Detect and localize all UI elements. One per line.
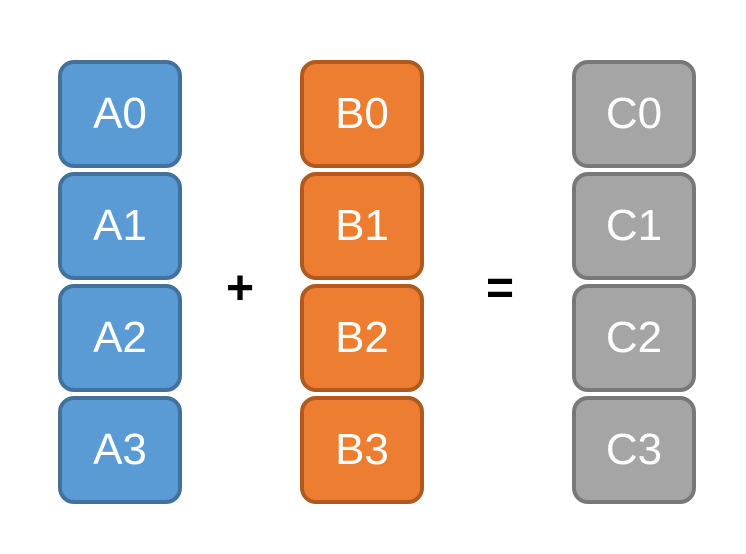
column-b: B0 B1 B2 B3 xyxy=(300,60,424,504)
cell-c2: C2 xyxy=(572,284,696,392)
column-a: A0 A1 A2 A3 xyxy=(58,60,182,504)
cell-a0: A0 xyxy=(58,60,182,168)
cell-b0: B0 xyxy=(300,60,424,168)
cell-c1: C1 xyxy=(572,172,696,280)
equals-operator: = xyxy=(485,261,515,315)
cell-c0: C0 xyxy=(572,60,696,168)
column-c: C0 C1 C2 C3 xyxy=(572,60,696,504)
cell-b3: B3 xyxy=(300,396,424,504)
plus-operator: + xyxy=(225,261,255,315)
cell-c3: C3 xyxy=(572,396,696,504)
cell-a3: A3 xyxy=(58,396,182,504)
cell-b1: B1 xyxy=(300,172,424,280)
cell-a1: A1 xyxy=(58,172,182,280)
cell-a2: A2 xyxy=(58,284,182,392)
cell-b2: B2 xyxy=(300,284,424,392)
